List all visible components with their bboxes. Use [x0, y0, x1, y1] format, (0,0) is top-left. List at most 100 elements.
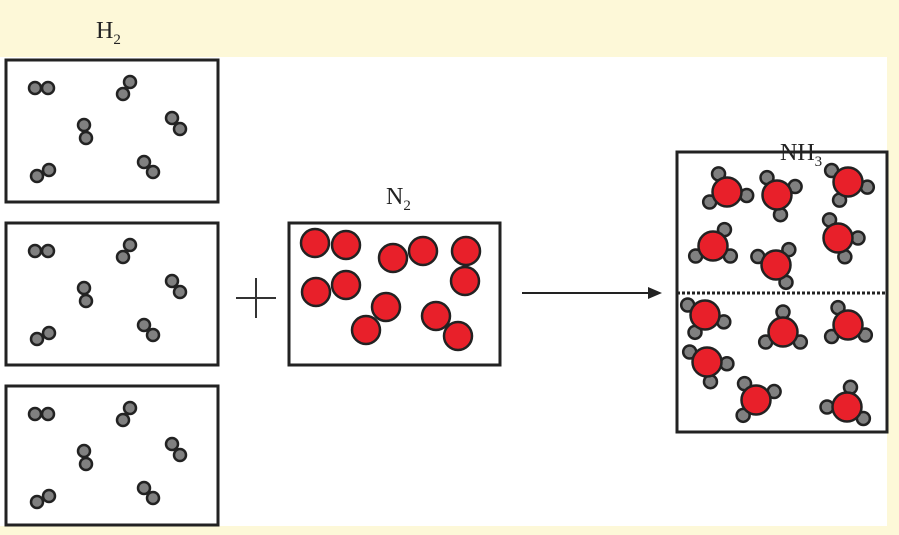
nh3-molecule: [819, 379, 872, 427]
hydrogen-atom: [76, 280, 92, 296]
h2-molecule: [164, 436, 188, 463]
n2-molecule: [449, 235, 482, 297]
reaction-arrow: [522, 287, 662, 299]
nitrogen-atom: [697, 230, 729, 262]
hydrogen-atom: [78, 456, 94, 472]
h2-molecule: [115, 400, 138, 428]
nitrogen-atom: [760, 249, 792, 281]
nitrogen-atom: [330, 269, 362, 301]
nitrogen-atom: [767, 316, 799, 348]
nh3-molecule: [823, 162, 876, 208]
nh3-molecule: [735, 375, 782, 424]
n2-label: N2: [386, 184, 411, 214]
hydrogen-atom: [172, 447, 188, 463]
hydrogen-atom: [29, 168, 45, 184]
nh3-molecule: [821, 212, 866, 265]
nh3-molecule: [701, 166, 755, 210]
nitrogen-atom: [377, 242, 409, 274]
nitrogen-atom: [450, 235, 482, 267]
nitrogen-atom: [350, 314, 382, 346]
nitrogen-atom: [832, 309, 864, 341]
nitrogen-atom: [330, 229, 362, 261]
nitrogen-atom: [299, 227, 331, 259]
nitrogen-atom: [300, 276, 332, 308]
hydrogen-atom: [41, 325, 57, 341]
h2-molecule: [164, 273, 188, 300]
nh3-molecule: [757, 304, 809, 350]
hydrogen-atom: [115, 249, 131, 265]
hydrogen-atom: [41, 488, 57, 504]
hydrogen-atom: [172, 121, 188, 137]
hydrogen-atom: [29, 494, 45, 510]
hydrogen-atom: [115, 86, 131, 102]
hydrogen-atom: [40, 80, 56, 96]
n2-molecule: [300, 269, 362, 308]
hydrogen-atom: [78, 293, 94, 309]
h2-molecule: [115, 237, 138, 265]
hydrogen-atom: [76, 443, 92, 459]
nitrogen-atom: [832, 166, 864, 198]
nitrogen-atom: [449, 265, 481, 297]
h2-box-1: [4, 58, 220, 204]
hydrogen-atom: [27, 406, 43, 422]
nh3-molecule: [681, 344, 735, 390]
h2-molecule: [76, 280, 94, 309]
nh3-molecule: [823, 299, 874, 345]
hydrogen-atom: [29, 331, 45, 347]
h2-box-3: [4, 384, 220, 527]
h2-box-2: [4, 221, 220, 367]
nitrogen-atom: [691, 346, 723, 378]
plus-sign: [236, 278, 276, 318]
hydrogen-atom: [122, 400, 138, 416]
nitrogen-atom: [711, 176, 743, 208]
nh3-molecule: [750, 241, 797, 291]
n2-box: [287, 221, 502, 367]
nitrogen-atom: [822, 222, 854, 254]
nitrogen-atom: [407, 235, 439, 267]
hydrogen-atom: [145, 164, 161, 180]
h2-molecule: [29, 325, 57, 347]
hydrogen-atom: [145, 490, 161, 506]
hydrogen-atom: [40, 243, 56, 259]
hydrogen-atom: [115, 412, 131, 428]
nitrogen-atom: [761, 179, 793, 211]
hydrogen-atom: [136, 480, 152, 496]
hydrogen-atom: [136, 317, 152, 333]
n2-molecule: [377, 235, 439, 274]
h2-molecule: [136, 480, 161, 506]
n2-molecule: [299, 227, 362, 261]
hydrogen-atom: [122, 74, 138, 90]
nh3-molecule: [759, 169, 803, 223]
nitrogen-atom: [740, 384, 772, 416]
nitrogen-atom: [442, 320, 474, 352]
hydrogen-atom: [164, 273, 180, 289]
hydrogen-atom: [27, 80, 43, 96]
h2-label: H2: [96, 18, 121, 48]
nh3-box: [675, 150, 889, 434]
hydrogen-atom: [172, 284, 188, 300]
hydrogen-atom: [41, 162, 57, 178]
h2-molecule: [136, 317, 161, 343]
hydrogen-atom: [136, 154, 152, 170]
nitrogen-atom: [831, 391, 863, 423]
hydrogen-atom: [76, 117, 92, 133]
nitrogen-atom: [420, 300, 452, 332]
hydrogen-atom: [78, 130, 94, 146]
h2-molecule: [115, 74, 138, 102]
h2-molecule: [76, 443, 94, 472]
hydrogen-atom: [145, 327, 161, 343]
hydrogen-atom: [122, 237, 138, 253]
n2-molecule: [420, 300, 474, 352]
nh3-molecule: [687, 221, 739, 264]
h2-molecule: [27, 80, 56, 96]
h2-molecule: [76, 117, 94, 146]
hydrogen-atom: [164, 110, 180, 126]
n2-molecule: [350, 291, 402, 346]
h2-molecule: [136, 154, 161, 180]
hydrogen-atom: [164, 436, 180, 452]
h2-molecule: [29, 162, 57, 184]
h2-molecule: [29, 488, 57, 510]
h2-molecule: [27, 406, 56, 422]
nitrogen-atom: [689, 299, 721, 331]
